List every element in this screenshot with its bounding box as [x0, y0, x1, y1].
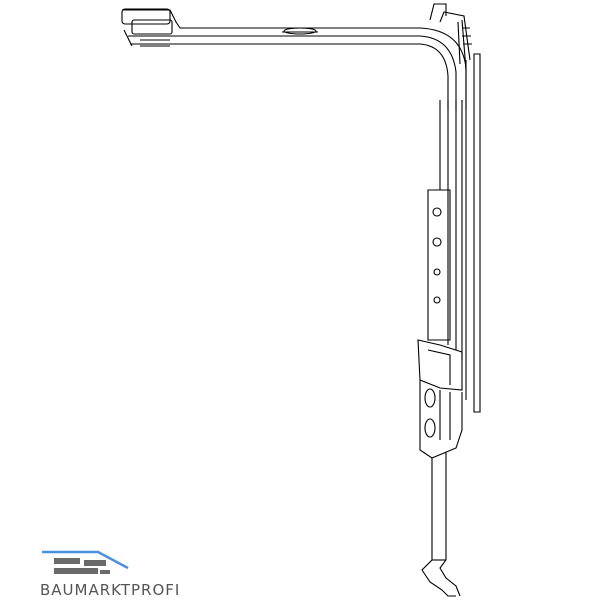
- logo-text: BAUMARKTPROFI: [40, 581, 181, 599]
- logo-roof-icon: [42, 550, 129, 570]
- vertical-rails: [439, 53, 481, 413]
- horizontal-arm: [121, 8, 467, 110]
- locking-plate: [417, 189, 463, 459]
- logo: [42, 550, 129, 574]
- logo-bricks-icon: [54, 558, 110, 574]
- corner-cap: [429, 3, 472, 71]
- connecting-rod: [421, 452, 461, 597]
